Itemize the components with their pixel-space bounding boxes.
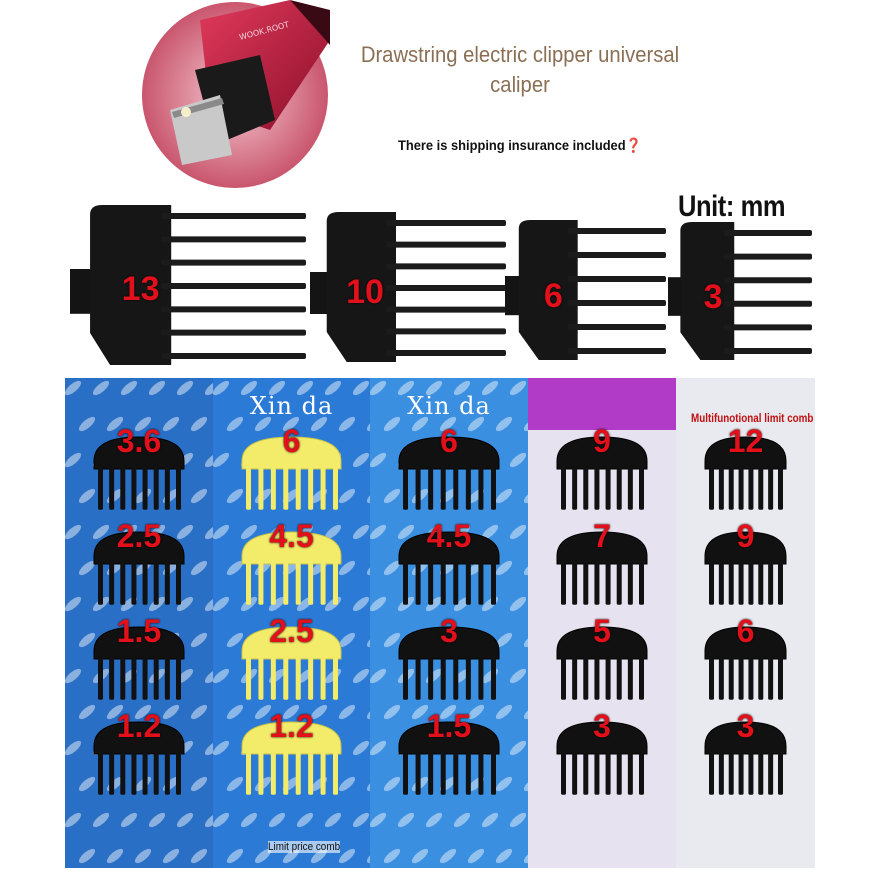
small-comb (704, 436, 787, 510)
card-brand: Xin da (249, 392, 334, 420)
small-comb (93, 626, 185, 700)
comb-size-label: 9 (593, 423, 611, 459)
guard-size-label: 3 (703, 277, 723, 316)
small-comb (556, 531, 648, 605)
guard-comb-3 (668, 222, 812, 360)
small-comb (556, 436, 648, 510)
comb-size-label: 9 (736, 518, 755, 554)
guard-comb-10 (310, 212, 506, 362)
comb-size-label: 3 (593, 708, 611, 744)
small-comb (93, 721, 185, 795)
small-comb (556, 626, 648, 700)
small-comb (398, 436, 500, 510)
comb-size-label: 1.2 (269, 708, 314, 744)
guard-comb-6 (505, 220, 666, 360)
comb-size-label: 2.5 (269, 613, 314, 649)
small-comb (241, 721, 342, 795)
comb-card-3: Xin da 6 4.5 3 1.5 (370, 378, 528, 868)
clipper-product-photo: WOOK.ROOT (142, 0, 330, 188)
shipping-note: There is shipping insurance included❓ (398, 137, 642, 153)
page-title: Drawstring electric clipper universal ca… (360, 42, 680, 97)
guard-size-label: 13 (121, 270, 160, 309)
comb-size-label: 6 (282, 423, 301, 459)
comb-size-label: 2.5 (116, 518, 162, 554)
card-footer: Limit price comb (268, 841, 341, 853)
card-brand: Xin da (407, 392, 491, 420)
small-comb (398, 721, 500, 795)
comb-size-label: 4.5 (269, 518, 314, 554)
comb-size-label: 4.5 (426, 518, 472, 554)
comb-card-2: Xin da 6 4.5 2.5 1.2 (213, 378, 370, 868)
card-pattern (370, 380, 528, 864)
comb-size-label: 5 (593, 613, 611, 649)
comb-size-label: 3.6 (116, 423, 162, 459)
card-header-band (528, 378, 676, 430)
small-comb (704, 626, 787, 700)
small-comb (704, 531, 787, 605)
comb-size-label: 1.2 (116, 708, 162, 744)
comb-size-label: 3 (440, 613, 458, 649)
unit-label: Unit: mm (678, 190, 786, 223)
comb-size-label: 1.5 (426, 708, 472, 744)
comb-size-label: 6 (440, 423, 458, 459)
comb-card-5: 12 9 6 3 (676, 378, 815, 868)
comb-size-label: 6 (736, 613, 755, 649)
small-comb (241, 531, 342, 605)
card-caption: Multifunotional limit comb (691, 411, 814, 425)
guard-size-label: 6 (543, 276, 563, 315)
comb-size-label: 1.5 (116, 613, 162, 649)
small-comb (241, 436, 342, 510)
small-comb (241, 626, 342, 700)
small-comb (398, 626, 500, 700)
comb-card-1: 3.6 2.5 1.5 1.2 (65, 378, 213, 868)
small-comb (704, 721, 787, 795)
small-comb (556, 721, 648, 795)
guard-comb-13 (70, 205, 306, 365)
small-comb (398, 531, 500, 605)
comb-size-label: 3 (736, 708, 755, 744)
guard-size-label: 10 (346, 273, 384, 311)
comb-card-4: 9 7 5 3 (528, 378, 676, 868)
comb-size-label: 7 (593, 518, 611, 554)
small-comb (93, 436, 185, 510)
comb-size-label: 12 (727, 423, 764, 459)
small-comb (93, 531, 185, 605)
